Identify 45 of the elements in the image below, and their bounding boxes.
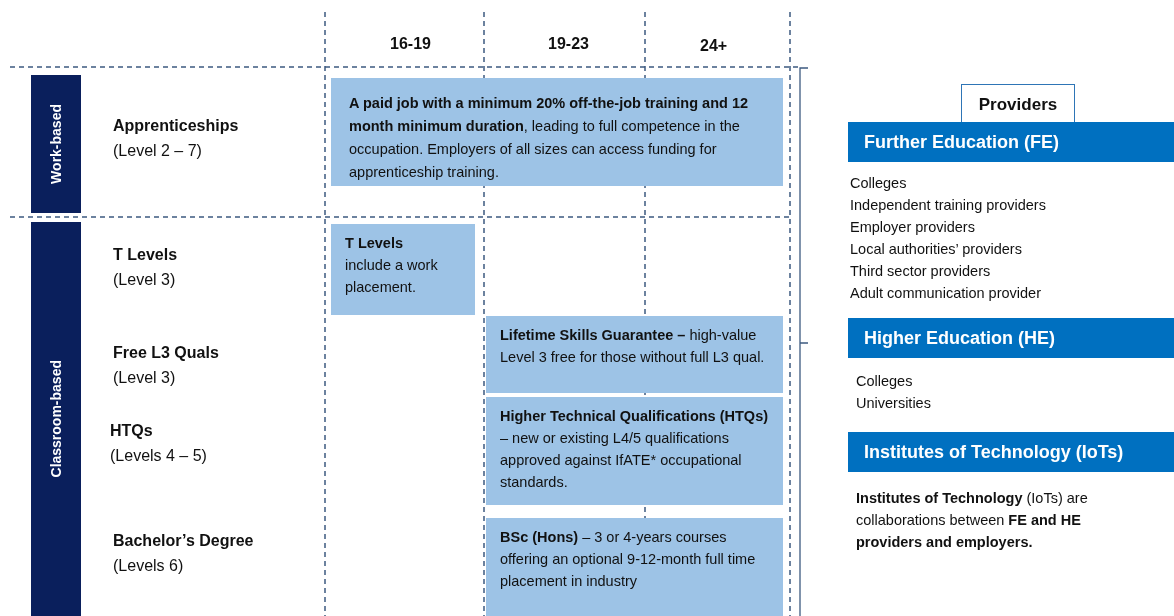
section-header-band	[848, 122, 1174, 162]
section-title: Higher Education (HE)	[864, 327, 1055, 349]
age-column-header: 24+	[700, 36, 728, 56]
info-cell	[331, 224, 475, 315]
section-title: Institutes of Technology (IoTs)	[864, 441, 1124, 463]
category-band	[31, 75, 81, 213]
band-title: Work-based	[48, 104, 64, 184]
provider-list-item: Local authorities’ providers	[850, 240, 1022, 259]
info-cell	[331, 78, 783, 186]
cell-text: include a work placement.	[345, 256, 439, 297]
providers-tab	[961, 84, 1075, 124]
level-note: (Levels 4 – 5)	[110, 446, 207, 466]
info-cell	[486, 518, 783, 616]
provider-list-item: Employer providers	[850, 218, 975, 237]
cell-text: Higher Technical Qualifications (HTQs) – new or existing L4/5 qualifications approved against IfATE* occupational standards.	[500, 407, 769, 492]
provider-list-item: Colleges	[856, 372, 913, 391]
section-header-band	[848, 432, 1174, 472]
cell-heading: T Levels	[345, 234, 405, 253]
row-heading: Apprenticeships	[113, 116, 239, 136]
age-column-header: 16-19	[390, 34, 431, 54]
level-note: (Level 2 – 7)	[113, 141, 202, 161]
level-note: (Level 3)	[113, 368, 176, 388]
provider-list-item: Independent training providers	[850, 196, 1046, 215]
section-title: Further Education (FE)	[864, 131, 1059, 153]
info-cell	[486, 316, 783, 393]
note-text: Institutes of Technology (IoTs) are collaborations between FE and HE providers and employers.	[856, 489, 1089, 552]
cell-text: A paid job with a minimum 20% off-the-job training and 12 month minimum duration, leading to full competence in the occupation. Employers of all sizes can access funding for apprenticeship training.	[349, 94, 750, 182]
category-band	[31, 222, 81, 616]
band-title: Classroom-based	[48, 360, 64, 478]
row-heading: T Levels	[113, 245, 178, 265]
age-column-header: 19-23	[548, 34, 589, 54]
cell-text: BSc (Hons) – 3 or 4-years courses offering an optional 9-12-month full time placement in industry	[500, 528, 757, 591]
provider-list-item: Colleges	[850, 174, 907, 193]
provider-list-item: Adult communication provider	[850, 284, 1041, 303]
row-heading: HTQs	[110, 421, 153, 441]
row-heading: Bachelor’s Degree	[113, 531, 254, 551]
provider-list-item: Universities	[856, 394, 931, 413]
cell-text: Lifetime Skills Guarantee – high-value Level 3 free for those without full L3 qual.	[500, 326, 766, 367]
level-note: (Levels 6)	[113, 556, 184, 576]
provider-list-item: Third sector providers	[850, 262, 991, 281]
info-cell	[486, 397, 783, 505]
tab-title: Providers	[978, 94, 1058, 115]
row-heading: Free L3 Quals	[113, 343, 219, 363]
section-header-band	[848, 318, 1174, 358]
level-note: (Level 3)	[113, 270, 176, 290]
